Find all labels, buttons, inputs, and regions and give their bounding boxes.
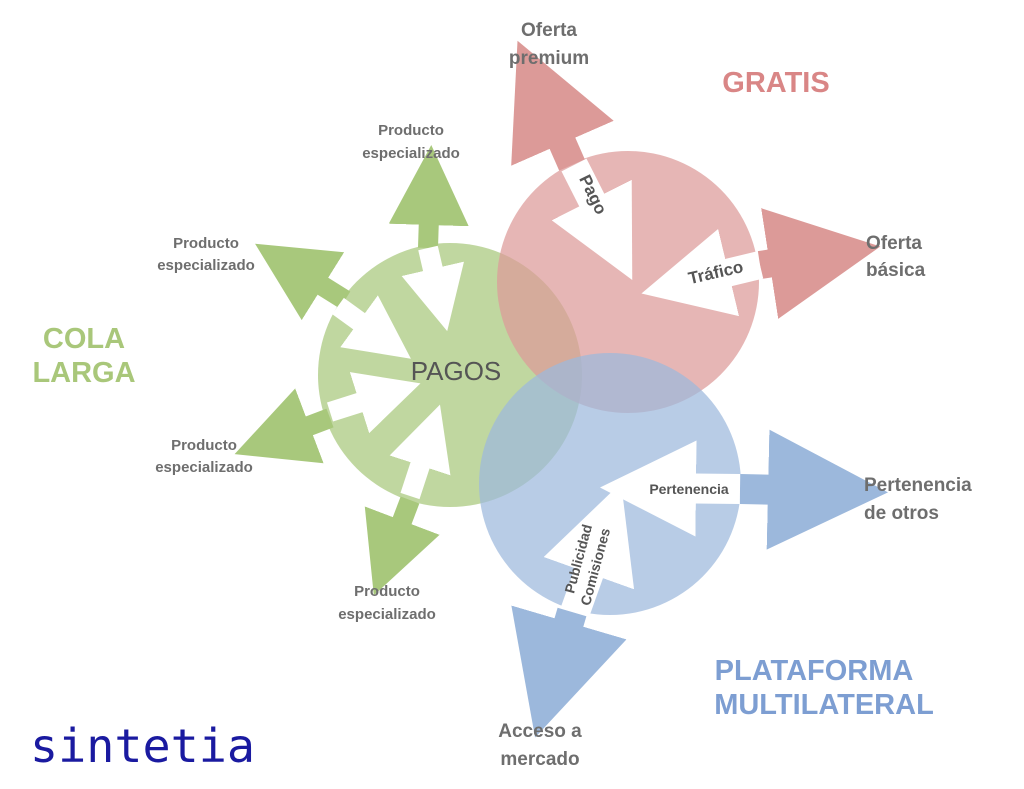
product-lower-left-line2: especializado: [155, 459, 253, 476]
center-label-pagos: PAGOS: [411, 356, 502, 386]
arrow-to-oferta-basica: [757, 208, 881, 319]
oferta-premium-line1: Oferta: [521, 20, 577, 41]
title-cola-larga-line1: COLA: [43, 323, 125, 355]
arrow-to-product-lower-left: [234, 388, 334, 464]
product-upper-left-line2: especializado: [157, 257, 255, 274]
product-upper-left-line1: Producto: [173, 235, 239, 252]
inward-arrow-lower-left: [326, 372, 421, 434]
title-cola-larga-line2: LARGA: [32, 357, 135, 389]
inward-arrow-top: [401, 245, 464, 332]
blue-inward-arrows: [543, 440, 741, 618]
product-bottom-line1: Producto: [354, 583, 420, 600]
title-plataforma-line1: PLATAFORMA: [715, 655, 914, 687]
product-bottom-line2: especializado: [338, 606, 436, 623]
title-plataforma-line2: MULTILATERAL: [714, 689, 934, 721]
arrow-to-product-upper-left: [255, 243, 351, 321]
sintetia-logo: sintetia: [30, 719, 255, 773]
blue-outward-arrows: [511, 429, 888, 738]
acceso-mercado-line2: mercado: [500, 749, 579, 770]
arrow-to-product-top: [388, 145, 469, 249]
title-gratis: GRATIS: [722, 67, 829, 99]
product-lower-left-line1: Producto: [171, 437, 237, 454]
pertenencia-otros-line2: de otros: [864, 503, 939, 524]
oferta-premium-line2: premium: [509, 48, 589, 69]
product-top-line2: especializado: [362, 145, 460, 162]
arrow-to-pertenencia-otros: [739, 429, 888, 550]
arrow-to-oferta-premium: [511, 40, 614, 171]
inward-arrow-bottom: [389, 404, 451, 500]
arrow-to-product-bottom: [364, 496, 440, 596]
inward-arrow-upper-left: [332, 295, 411, 359]
red-inward-arrows: [551, 158, 764, 317]
product-top-line1: Producto: [378, 122, 444, 139]
arrow-to-acceso-mercado: [511, 605, 627, 738]
pertenencia-otros-line1: Pertenencia: [864, 475, 972, 496]
green-inward-arrows: [326, 245, 464, 500]
inward-arrow-publicidad-comisiones: [543, 482, 635, 618]
arrow-label-pertenencia: Pertenencia: [649, 481, 729, 497]
inward-arrow-pago: [551, 158, 633, 280]
oferta-basica-line2: básica: [866, 260, 926, 281]
oferta-basica-line1: Oferta: [866, 233, 922, 254]
red-outward-arrows: [511, 40, 881, 319]
acceso-mercado-line1: Acceso a: [498, 721, 582, 742]
inward-arrow-pertenencia: [600, 440, 741, 537]
inward-arrow-trafico: [641, 228, 764, 317]
green-outward-arrows: [234, 145, 469, 596]
